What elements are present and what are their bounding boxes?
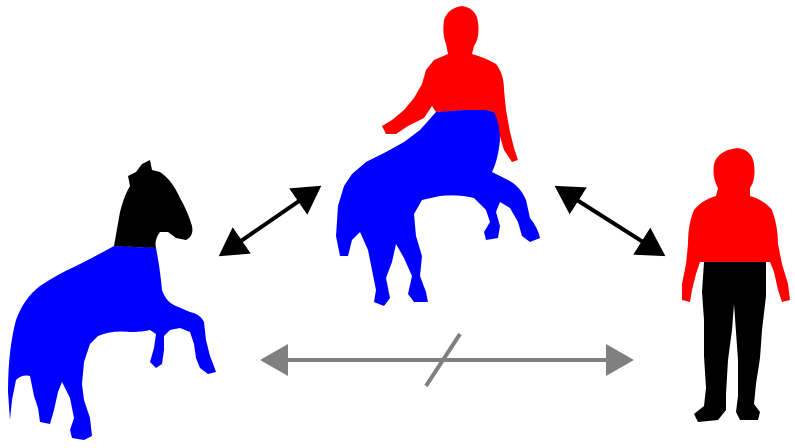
human-legs xyxy=(694,262,766,422)
horse-figure xyxy=(8,160,216,440)
arrow-strike-mark xyxy=(424,332,462,388)
horse-head-neck xyxy=(114,160,193,248)
arrow-horse-centaur xyxy=(218,185,322,257)
centaur-figure xyxy=(336,6,540,306)
centaur-human-torso xyxy=(382,6,518,162)
horse-body-legs xyxy=(8,246,216,440)
human-torso xyxy=(682,148,790,302)
centaur-horse-body xyxy=(336,110,540,306)
human-figure xyxy=(682,148,790,422)
arrow-centaur-human xyxy=(554,185,666,257)
